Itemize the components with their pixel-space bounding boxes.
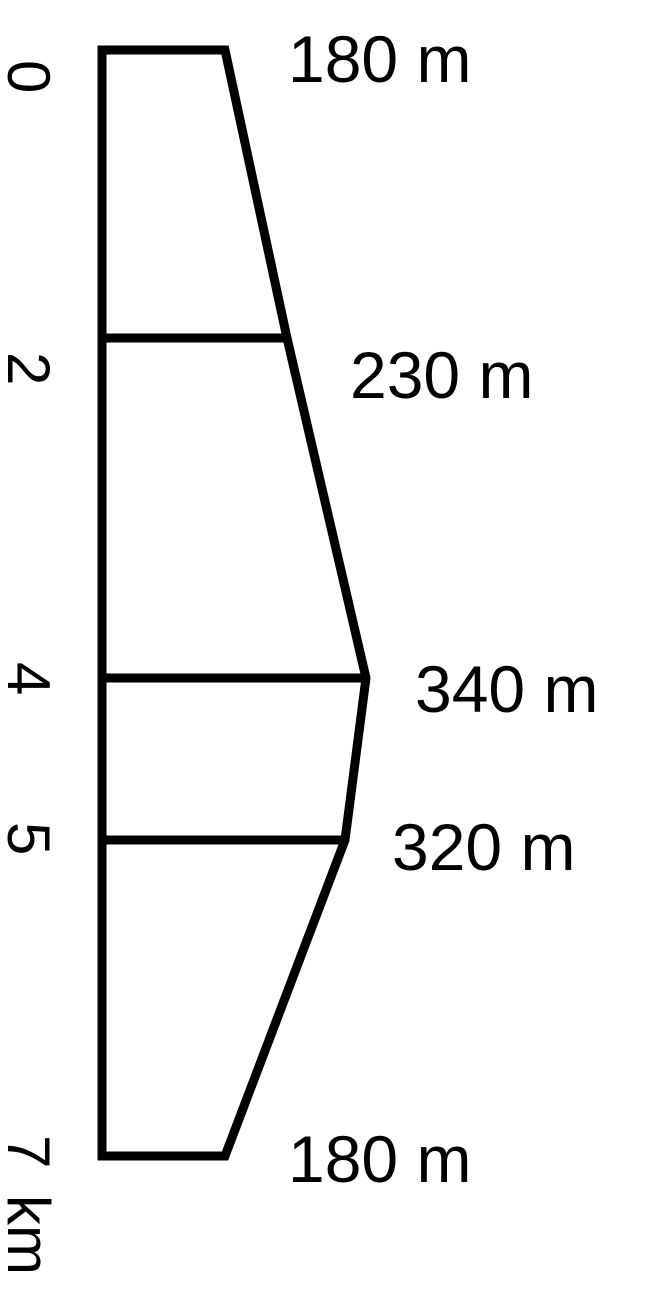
distance-label-7: 7	[0, 1135, 62, 1168]
width-label-4: 340 m	[415, 652, 598, 726]
width-label-0: 180 m	[288, 22, 471, 96]
distance-label-4: 4	[0, 662, 62, 695]
width-label-5: 320 m	[392, 810, 575, 884]
profile-outline	[97, 45, 371, 1161]
distance-label-5: 5	[0, 822, 62, 855]
width-label-2: 230 m	[350, 338, 533, 412]
distance-label-2: 2	[0, 352, 62, 385]
distance-label-0: 0	[0, 60, 62, 93]
width-label-7: 180 m	[288, 1122, 471, 1196]
distance-unit-label: km	[0, 1195, 62, 1275]
